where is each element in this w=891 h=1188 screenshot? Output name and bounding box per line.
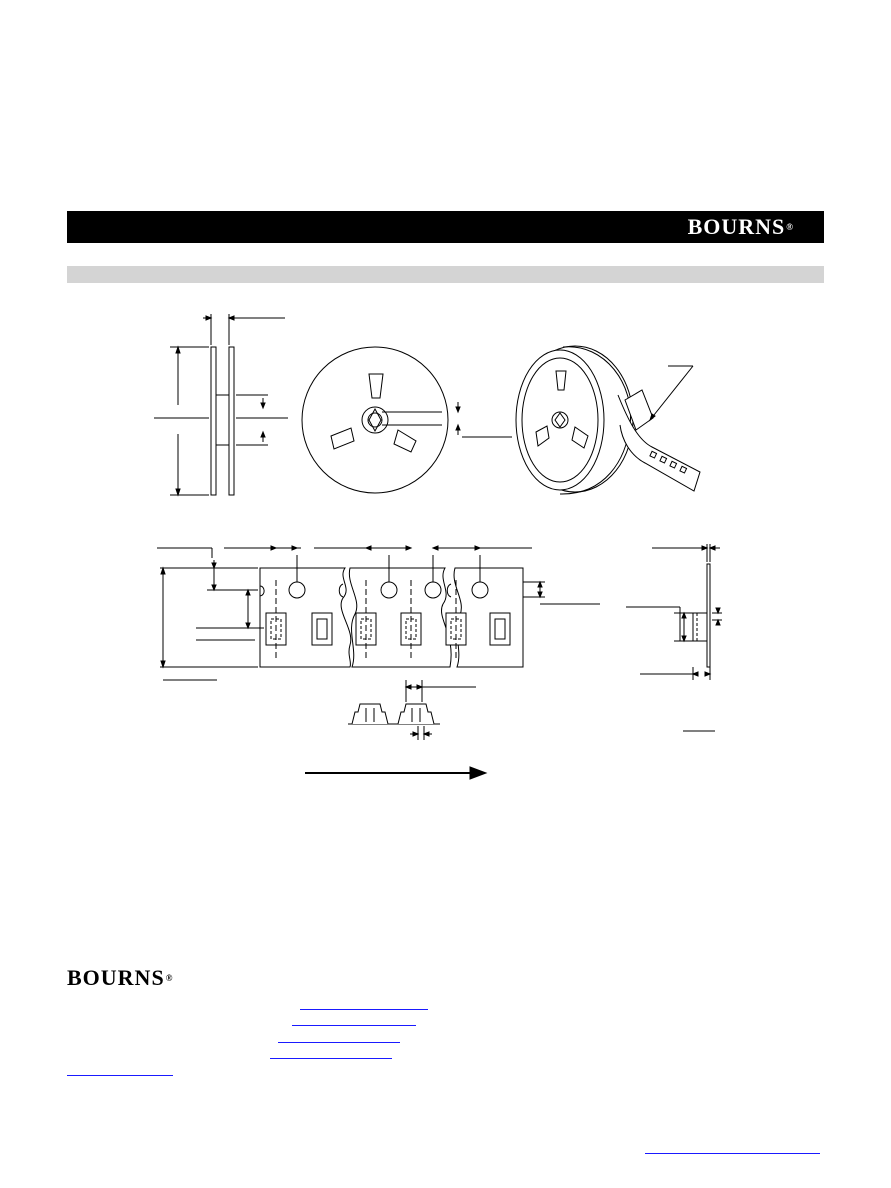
- tape-side-profile-icon: [626, 544, 722, 732]
- feed-direction-arrow-icon: [305, 766, 488, 780]
- website-link[interactable]: [645, 1153, 820, 1154]
- section-band: [67, 266, 824, 283]
- header-bar: BOURNS®: [67, 211, 824, 243]
- carrier-tape-diagram-icon: [157, 545, 600, 681]
- contact-link-5[interactable]: [67, 1075, 173, 1076]
- contact-link-1[interactable]: [300, 1009, 428, 1010]
- footer-bourns-logo: BOURNS®: [67, 965, 174, 990]
- contact-link-2[interactable]: [292, 1025, 416, 1026]
- reel-side-view-icon: [154, 314, 288, 497]
- contact-link-3[interactable]: [278, 1042, 400, 1043]
- contact-link-4[interactable]: [270, 1058, 392, 1059]
- reel-perspective-view-icon: [515, 345, 701, 495]
- bourns-logo: BOURNS®: [687, 214, 794, 239]
- reel-front-view-icon: [301, 346, 512, 494]
- pocket-cross-section-icon: [348, 680, 476, 740]
